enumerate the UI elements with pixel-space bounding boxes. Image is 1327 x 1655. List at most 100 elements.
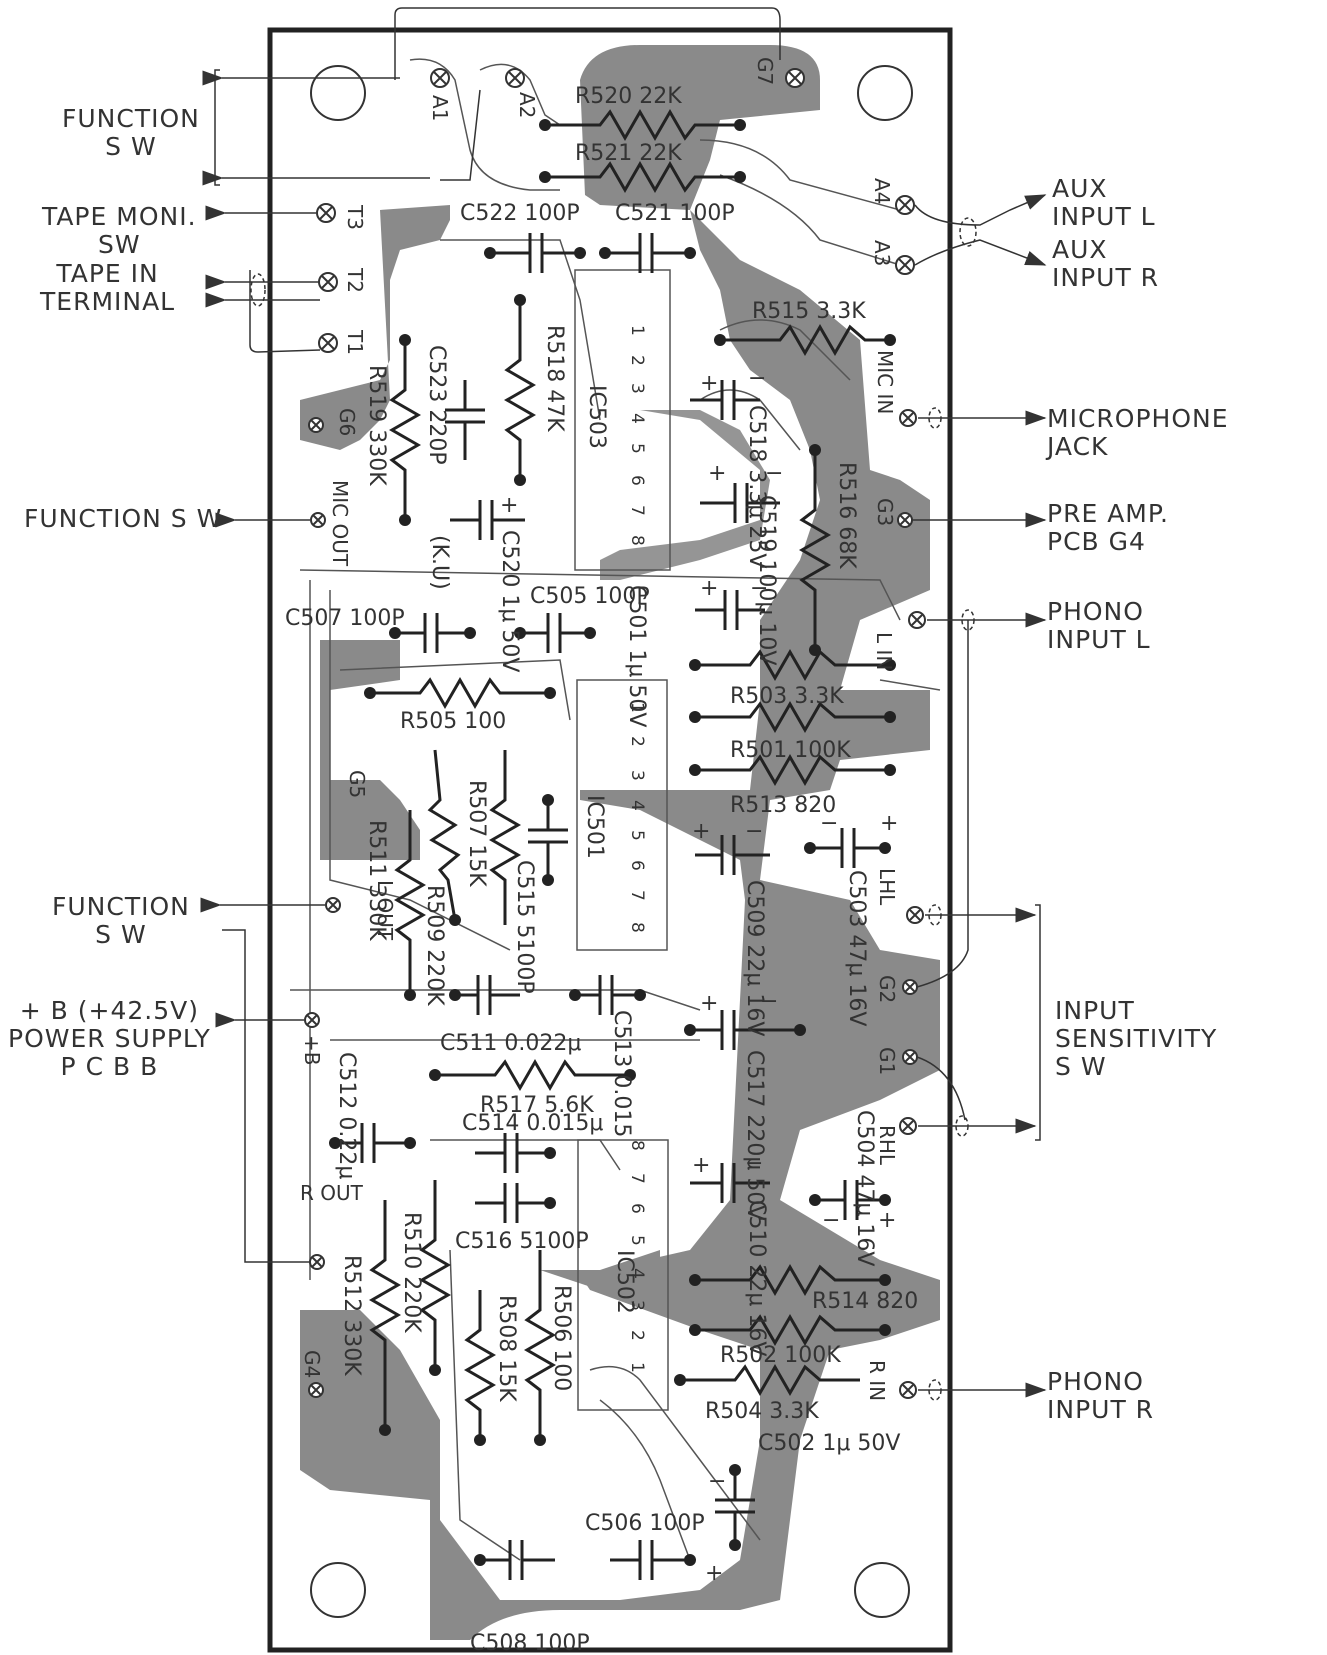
solder-dots	[329, 119, 896, 1566]
label-c513: C513 0.015	[609, 1010, 634, 1137]
label-input-sensitivity-sw: INPUT SENSITIVITY S W	[1055, 996, 1218, 1081]
resistor-r513	[695, 753, 890, 787]
pad-label-a4: A4	[870, 178, 894, 204]
ic502-pins: 8 7 6 5 4 3 2 1	[627, 1140, 647, 1373]
label-c519: C519 100μ 10V	[754, 495, 779, 665]
pad-label-t1: T1	[343, 329, 367, 355]
capacitor-c519	[700, 483, 780, 523]
label-tape-in-terminal: TAPE IN TERMINAL	[40, 259, 176, 316]
label-c516: C516 5100P	[455, 1229, 589, 1254]
pad-lhl	[906, 906, 924, 924]
ic502-outline	[577, 1139, 669, 1411]
label-r505: R505 100	[400, 709, 506, 734]
label-r503: R503 3.3K	[730, 684, 844, 709]
resistor-r508	[463, 1290, 497, 1440]
ic-pin: 6	[627, 475, 647, 486]
label-c509: C509 22μ 16V	[742, 880, 767, 1036]
capacitor-c521	[605, 233, 690, 273]
label-ic502: IC502	[612, 1250, 637, 1314]
resistor-r521	[545, 160, 740, 194]
label-aux-input-l: AUX INPUT L	[1052, 174, 1156, 231]
ic-pin: 4	[627, 1268, 647, 1279]
pad-label-g4: G4	[300, 1350, 324, 1378]
ic-pin: 4	[627, 800, 647, 811]
label-r510: R510 220K	[399, 1212, 424, 1333]
resistor-r506	[523, 1250, 557, 1440]
resistor-r519	[388, 340, 422, 520]
pad-label-plus-b: +B	[300, 1035, 324, 1065]
pad-g2	[902, 979, 918, 995]
ic-pin: 1	[627, 325, 647, 336]
label-r515: R515 3.3K	[752, 299, 866, 324]
pad-label-t3: T3	[343, 204, 367, 230]
label-r501: R501 100K	[730, 738, 851, 763]
label-c503: C503 47μ 16V	[844, 870, 869, 1026]
ic-pin: 5	[627, 1235, 647, 1246]
label-phono-input-l: PHONO INPUT L	[1047, 597, 1151, 654]
capacitor-c509	[695, 835, 770, 875]
label-tape-moni-sw: TAPE MONI. SW	[42, 202, 197, 259]
label-c518: C518 3.3μ 25V	[744, 405, 769, 568]
label-phono-input-r: PHONO INPUT R	[1047, 1367, 1155, 1424]
pad-label-a3: A3	[870, 240, 894, 266]
shield-markers	[250, 217, 977, 1401]
resistor-r516	[798, 450, 832, 650]
label-c510: C510 22μ 16V	[744, 1200, 769, 1356]
ic-pin: 7	[627, 890, 647, 901]
polarity-plus: +	[700, 371, 718, 396]
polarity-plus: +	[880, 811, 898, 836]
label-c517: C517 220μ 50V	[742, 1050, 767, 1220]
label-c520-note: (K.U)	[427, 535, 452, 590]
label-r508: R508 15K	[494, 1295, 519, 1402]
label-function-sw-top: FUNCTION S W	[62, 104, 200, 161]
resistor-r507b	[488, 750, 522, 925]
label-function-sw-mid: FUNCTION S W	[24, 504, 223, 533]
label-aux-input-r: AUX INPUT R	[1052, 235, 1160, 292]
pad-label-l-out: L OUT	[373, 880, 397, 941]
resistor-r503	[695, 648, 890, 682]
ic501-pins: 1 2 3 4 5 6 7 8	[627, 702, 647, 933]
capacitor-c502	[715, 1470, 755, 1545]
pad-label-mic-out: MIC OUT	[328, 480, 352, 567]
label-r514: R514 820	[812, 1289, 918, 1314]
pad-label-g1: G1	[875, 1047, 899, 1075]
pad-a1	[430, 68, 450, 88]
pad-label-g2: G2	[875, 975, 899, 1003]
label-c521: C521 100P	[615, 201, 735, 226]
pad-label-a2: A2	[515, 92, 539, 118]
label-c511: C511 0.022μ	[440, 1031, 581, 1056]
label-c501: C501 1μ 50V	[624, 585, 649, 727]
capacitor-c503	[810, 828, 885, 868]
polarity-plus: +	[708, 461, 726, 486]
pad-label-g3: G3	[873, 498, 897, 526]
pad-a4	[895, 195, 915, 215]
resistor-r517	[435, 1058, 630, 1092]
polarity-plus: +	[500, 493, 518, 518]
capacitor-c501	[695, 590, 765, 630]
external-wires	[200, 7, 1047, 1398]
pad-plus-b	[304, 1012, 320, 1028]
pad-label-lhl: LHL	[875, 868, 899, 906]
label-ic503: IC503	[584, 385, 609, 449]
resistor-r507	[427, 749, 461, 921]
label-pre-amp-pcb: PRE AMP. PCB G4	[1047, 499, 1169, 556]
pad-label-g7: G7	[753, 57, 777, 85]
label-r502: R502 100K	[720, 1343, 841, 1368]
label-c522: C522 100P	[460, 201, 580, 226]
polarity-minus: −	[765, 461, 783, 486]
pad-g7	[785, 68, 805, 88]
ic-pin: 1	[627, 702, 647, 713]
capacitor-c510	[690, 1163, 770, 1203]
pad-label-g6: G6	[335, 408, 359, 436]
label-r519: R519 330K	[364, 365, 389, 486]
polarity-plus: +	[692, 819, 710, 844]
mounting-hole	[857, 65, 913, 121]
ic503-outline	[574, 269, 671, 571]
label-c512: C512 0.22μ	[334, 1052, 359, 1179]
label-microphone-jack: MICROPHONE JACK	[1047, 404, 1229, 461]
label-ic501: IC501	[582, 795, 607, 859]
label-c506: C506 100P	[585, 1511, 705, 1536]
label-r509: R509 220K	[422, 885, 447, 1006]
ic-pin: 5	[627, 830, 647, 841]
resistor-r505	[370, 676, 550, 710]
